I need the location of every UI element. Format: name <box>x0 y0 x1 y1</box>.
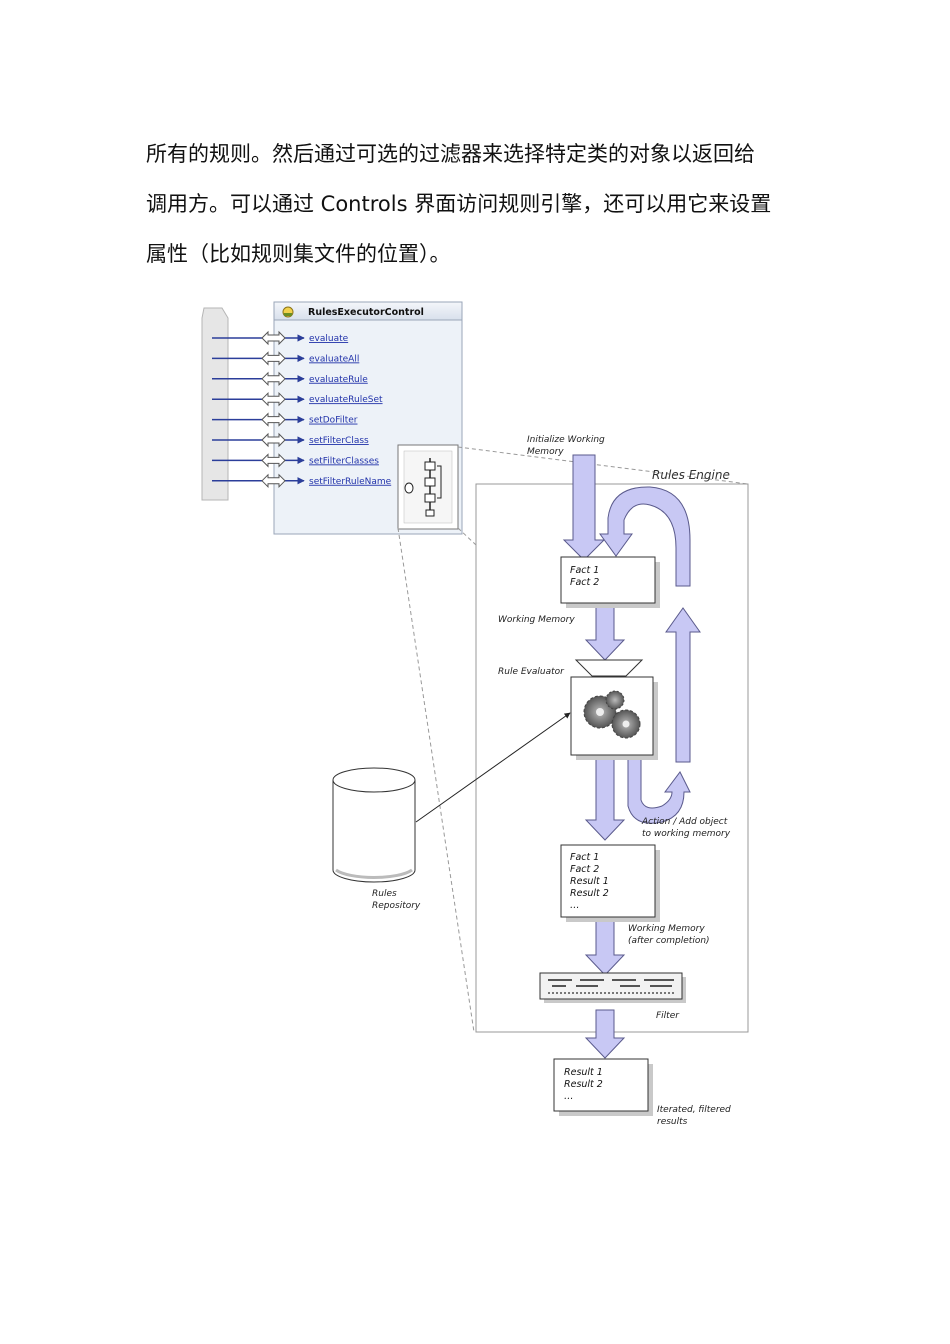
gears-icon <box>583 690 641 739</box>
method-row[interactable]: evaluate <box>212 330 349 346</box>
final-output-arrow <box>584 1009 626 1059</box>
method-row[interactable]: setFilterClass <box>212 432 369 448</box>
double-arrow-icon <box>261 330 286 346</box>
feedback-up-arrow <box>665 607 701 763</box>
control-title: RulesExecutorControl <box>308 307 424 318</box>
double-arrow-icon <box>261 432 286 448</box>
control-tab-shape <box>201 307 229 501</box>
init-arrow <box>562 454 606 561</box>
action-hook-arrow <box>627 755 691 824</box>
result-line: Result 1 <box>570 876 609 887</box>
flow-thumbnail <box>397 444 459 530</box>
method-row[interactable]: evaluateAll <box>212 351 359 366</box>
result-line: Result 2 <box>570 888 609 899</box>
double-arrow-icon <box>261 371 286 387</box>
loop-arrow-top <box>599 486 691 587</box>
result-line: … <box>570 900 580 911</box>
filter-icon <box>539 972 686 1003</box>
working-memory-arrow <box>584 603 626 661</box>
iterated-label-1: Iterated, filtered <box>657 1105 731 1115</box>
init-label-2: Memory <box>527 447 564 457</box>
repo-label-1: Rules <box>372 889 397 899</box>
results-filter-arrow <box>584 917 626 976</box>
method-row[interactable]: evaluateRuleSet <box>212 391 383 407</box>
control-icon <box>282 306 294 318</box>
result-line: Fact 2 <box>570 864 599 875</box>
rules-engine-label: Rules Engine <box>652 468 730 482</box>
double-arrow-icon <box>261 412 286 427</box>
final-result-line: Result 2 <box>564 1079 603 1090</box>
final-result-line: Result 1 <box>564 1067 603 1078</box>
method-link-evaluateRule[interactable]: evaluateRule <box>309 375 368 385</box>
evaluator-output-arrow <box>584 755 626 841</box>
method-row[interactable]: evaluateRule <box>212 371 368 387</box>
method-link-setFilterClasses[interactable]: setFilterClasses <box>309 456 379 466</box>
double-arrow-icon <box>261 351 286 366</box>
method-row[interactable]: setDoFilter <box>212 412 358 427</box>
rule-evaluator-box <box>570 676 658 760</box>
method-link-setFilterRuleName[interactable]: setFilterRuleName <box>309 477 392 487</box>
fact-line: Fact 1 <box>570 565 599 576</box>
init-label-1: Initialize Working <box>527 435 605 445</box>
evaluator-funnel <box>574 659 644 677</box>
repo-connector <box>415 712 571 823</box>
fact-line: Fact 2 <box>570 577 599 588</box>
action-label-1: Action / Add object <box>641 817 728 827</box>
working-memory-label: Working Memory <box>498 615 575 625</box>
method-link-evaluateRuleSet[interactable]: evaluateRuleSet <box>309 395 383 405</box>
final-result-line: … <box>564 1091 574 1102</box>
iterated-label-2: results <box>657 1117 688 1127</box>
double-arrow-icon <box>261 453 286 468</box>
double-arrow-icon <box>261 473 286 489</box>
wm-after-label-2: (after completion) <box>628 936 710 946</box>
rule-evaluator-label: Rule Evaluator <box>498 667 565 677</box>
action-label-2: to working memory <box>642 829 731 839</box>
method-link-evaluateAll[interactable]: evaluateAll <box>309 354 359 364</box>
method-row[interactable]: setFilterRuleName <box>212 473 392 489</box>
paragraph-line-2: 调用方。可以通过 Controls 界面访问规则引擎，还可以用它来设置 <box>146 192 772 216</box>
wm-after-label-1: Working Memory <box>628 924 705 934</box>
repo-label-2: Repository <box>372 901 421 911</box>
method-link-setDoFilter[interactable]: setDoFilter <box>309 416 358 426</box>
method-link-setFilterClass[interactable]: setFilterClass <box>309 436 369 446</box>
paragraph-line-1: 所有的规则。然后通过可选的过滤器来选择特定类的对象以返回给 <box>146 142 755 166</box>
double-arrow-icon <box>261 391 286 407</box>
result-line: Fact 1 <box>570 852 599 863</box>
method-row[interactable]: setFilterClasses <box>212 453 379 468</box>
filter-label: Filter <box>656 1011 680 1021</box>
rules-repository-icon <box>332 767 416 883</box>
paragraph-line-3: 属性（比如规则集文件的位置）。 <box>146 242 451 266</box>
method-link-evaluate[interactable]: evaluate <box>309 334 349 344</box>
